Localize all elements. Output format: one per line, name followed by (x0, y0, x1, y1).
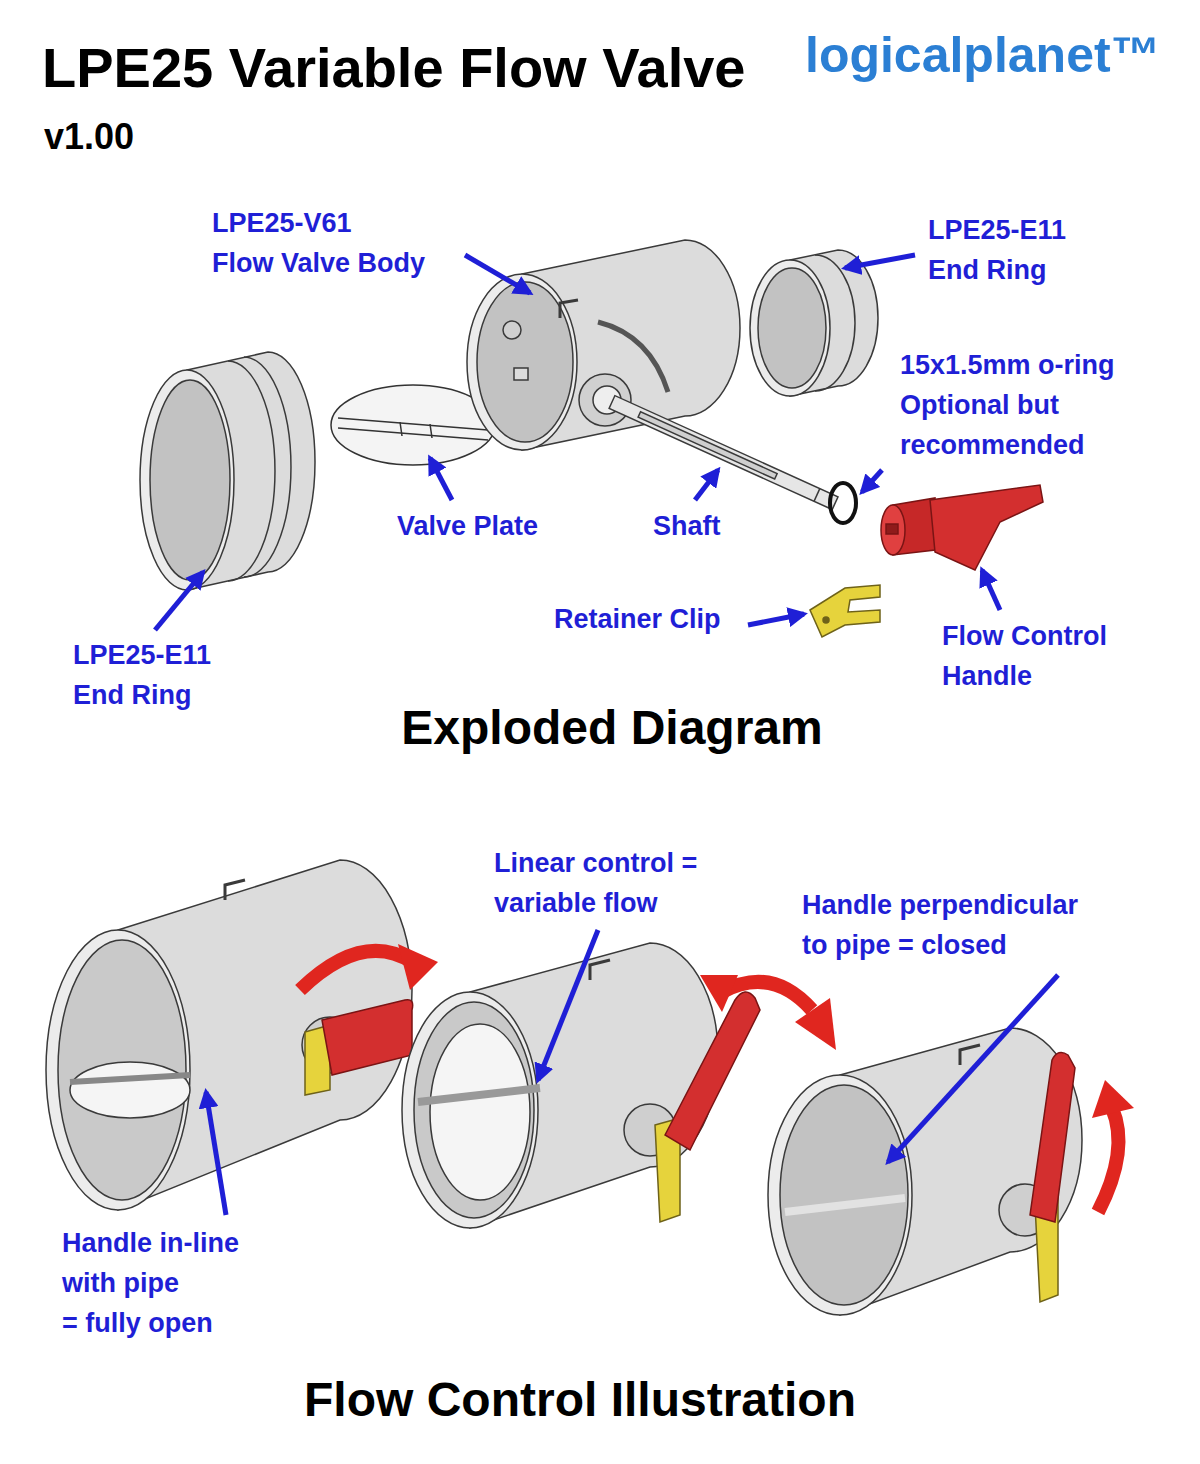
section-heading: Exploded Diagram (401, 700, 822, 756)
text-line: End Ring (928, 250, 1074, 290)
note-label: Handle perpendicular to pipe = closed (802, 885, 1086, 965)
text-line: Shaft (653, 506, 721, 546)
text-line: Valve Plate (397, 506, 538, 546)
text-line: LPE25-E11 (928, 210, 1074, 250)
text-line: 15x1.5mm o-ring (900, 345, 1122, 385)
brand-logo: logicalplanet™ (805, 26, 1161, 84)
swing-arrow-head (795, 998, 836, 1050)
text-line: v1.00 (44, 116, 134, 158)
flow-handle (881, 485, 1043, 570)
part-label: LPE25-E11 End Ring (73, 635, 219, 715)
text-line: with pipe (62, 1263, 247, 1303)
text-line: Handle in-line (62, 1223, 247, 1263)
text-line: = fully open (62, 1303, 247, 1343)
shaft (609, 396, 838, 510)
valve-closed (768, 1028, 1082, 1315)
text-line: Exploded Diagram (401, 700, 822, 756)
left-end-ring (140, 352, 315, 590)
swing-arrow-head (700, 975, 738, 1012)
turn-arrow-head (398, 944, 438, 990)
retainer-clip (810, 585, 880, 637)
part-label: Flow Control Handle (942, 616, 1114, 696)
valve-variable (402, 943, 760, 1228)
note-label: Linear control = variable flow (494, 843, 705, 923)
part-label: 15x1.5mm o-ring Optional but recommended (900, 345, 1122, 465)
valve-body (467, 240, 740, 450)
right-end-ring (750, 250, 878, 396)
text-line: LPE25-E11 (73, 635, 219, 675)
valve-open (46, 860, 413, 1210)
part-label: LPE25-V61 Flow Valve Body (212, 203, 425, 283)
version-label: v1.00 (44, 116, 134, 158)
page-title: LPE25 Variable Flow Valve (42, 36, 745, 100)
text-line: logicalplanet™ (805, 26, 1161, 84)
text-line: to pipe = closed (802, 925, 1086, 965)
section-heading: Flow Control Illustration (304, 1372, 856, 1428)
part-label: LPE25-E11 End Ring (928, 210, 1074, 290)
text-line: Linear control = (494, 843, 705, 883)
text-line: LPE25-V61 (212, 203, 425, 243)
close-arrow-head (1092, 1080, 1134, 1118)
part-label: Valve Plate (397, 506, 538, 546)
part-label: Shaft (653, 506, 721, 546)
text-line: LPE25 Variable Flow Valve (42, 36, 745, 100)
swing-arrow (722, 982, 812, 1010)
valve-plate (331, 385, 495, 465)
text-line: End Ring (73, 675, 219, 715)
text-line: Flow Control Illustration (304, 1372, 856, 1428)
text-line: Retainer Clip (554, 599, 721, 639)
o-ring (830, 483, 856, 523)
close-arrow (1098, 1108, 1118, 1212)
text-line: recommended (900, 425, 1122, 465)
text-line: Handle perpendicular (802, 885, 1086, 925)
text-line: Flow Valve Body (212, 243, 425, 283)
text-line: Flow Control (942, 616, 1114, 656)
text-line: Handle (942, 656, 1114, 696)
text-line: variable flow (494, 883, 705, 923)
turn-arrow (300, 951, 412, 990)
note-label: Handle in-line with pipe = fully open (62, 1223, 247, 1343)
text-line: Optional but (900, 385, 1122, 425)
part-label: Retainer Clip (554, 599, 721, 639)
